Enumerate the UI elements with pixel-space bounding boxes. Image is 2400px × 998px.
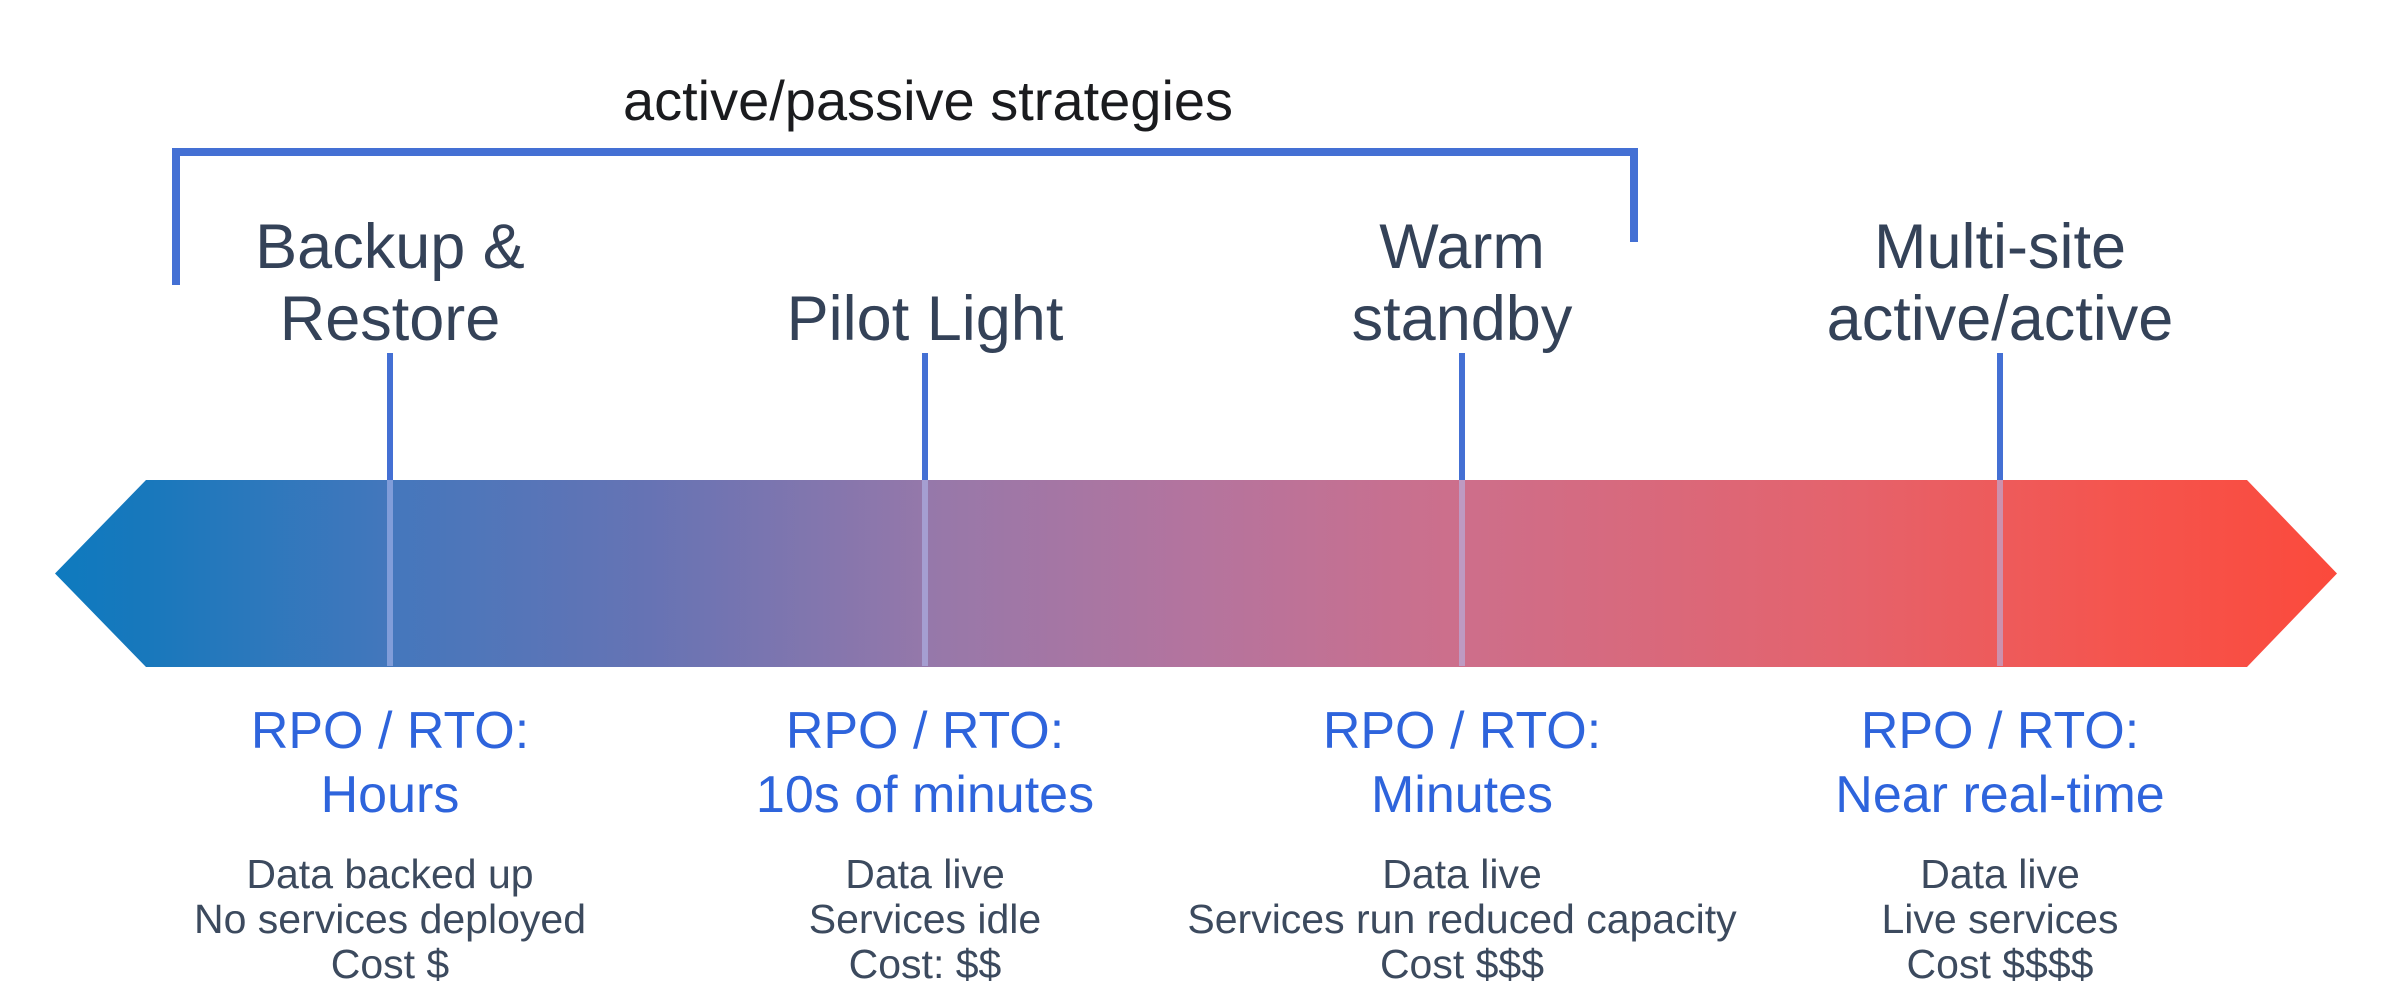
rpo-rto-line: Hours [320,766,460,824]
strategy-label-line: Multi-site [1873,212,2127,282]
strategy-label-pilot-light: Pilot Light [787,283,1064,355]
rpo-rto-line: RPO / RTO: [250,702,530,760]
strategy-label-line: standby [1351,284,1573,354]
gradient-spectrum-arrow [55,480,2337,667]
connector-line-warm-standby-overlay [1459,480,1465,666]
detail-line: Cost $$$$ [1906,941,2094,987]
detail-line: Services idle [808,896,1042,942]
detail-line: Cost $ [330,941,450,987]
strategy-label-line: Pilot Light [786,284,1064,354]
bracket-horizontal-line [172,148,1638,156]
connector-line-warm-standby [1459,353,1465,480]
bracket-left-end [172,148,180,285]
details-multi-site: Data live Live services Cost $$$$ [1882,852,2119,987]
detail-line: Data live [845,851,1005,897]
details-backup-restore: Data backed up No services deployed Cost… [194,852,586,987]
connector-line-pilot-light [922,353,928,480]
strategy-label-line: Warm [1379,212,1545,282]
connector-line-backup-restore-overlay [387,480,393,666]
details-warm-standby: Data live Services run reduced capacity … [1187,852,1736,987]
detail-line: Cost $$$ [1379,941,1545,987]
detail-line: Live services [1881,896,2119,942]
detail-line: Data live [1382,851,1542,897]
bracket-right-end [1630,148,1638,242]
detail-line: Data live [1920,851,2080,897]
rpo-rto-line: RPO / RTO: [785,702,1065,760]
detail-line: Services run reduced capacity [1187,896,1737,942]
strategy-label-multi-site: Multi-site active/active [1827,211,2174,355]
rpo-rto-line: RPO / RTO: [1322,702,1602,760]
rpo-rto-line: 10s of minutes [755,766,1095,824]
rpo-rto-line: Minutes [1370,766,1554,824]
connector-line-multi-site [1997,353,2003,480]
connector-line-backup-restore [387,353,393,480]
rpo-rto-warm-standby: RPO / RTO: Minutes [1323,699,1601,827]
rpo-rto-multi-site: RPO / RTO: Near real-time [1835,699,2164,827]
rpo-rto-backup-restore: RPO / RTO: Hours [251,699,529,827]
rpo-rto-pilot-light: RPO / RTO: 10s of minutes [756,699,1094,827]
strategy-label-line: Backup & [255,212,525,282]
active-passive-strategies-title: active/passive strategies [622,69,1234,132]
rpo-rto-line: RPO / RTO: [1860,702,2140,760]
detail-line: No services deployed [194,896,586,942]
strategy-label-warm-standby: Warm standby [1352,211,1573,355]
strategy-label-backup-restore: Backup & Restore [255,211,525,355]
rpo-rto-line: Near real-time [1835,766,2165,824]
strategy-label-line: Restore [279,284,501,354]
detail-line: Data backed up [246,851,534,897]
strategy-label-line: active/active [1826,284,2174,354]
connector-line-pilot-light-overlay [922,480,928,666]
detail-line: Cost: $$ [848,941,1002,987]
connector-line-multi-site-overlay [1997,480,2003,666]
details-pilot-light: Data live Services idle Cost: $$ [809,852,1041,987]
